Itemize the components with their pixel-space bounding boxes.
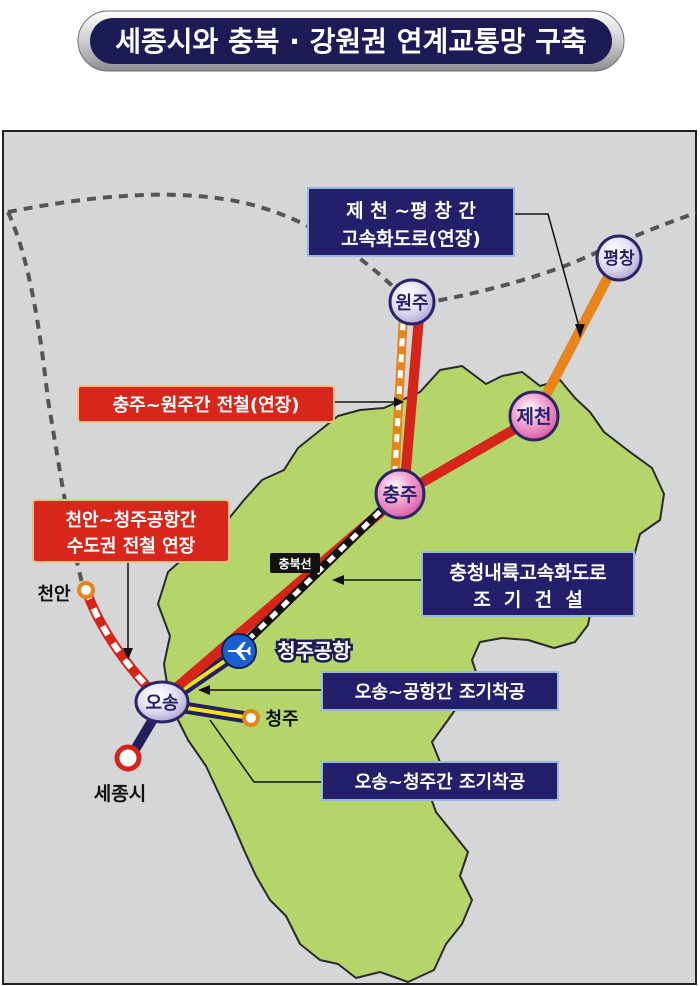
svg-text:조 기 건 설: 조 기 건 설 [473, 589, 583, 611]
svg-text:천안~청주공항간: 천안~청주공항간 [65, 510, 196, 531]
svg-text:고속화도로(연장): 고속화도로(연장) [341, 228, 481, 250]
svg-text:오송: 오송 [145, 693, 178, 714]
station-wonju: 원주 [388, 278, 436, 326]
callout-jecheon-pyeongchang: 제 천 ~평 창 간 고속화도로(연장) [307, 187, 515, 257]
svg-text:천안: 천안 [37, 584, 71, 605]
svg-text:평창: 평창 [603, 249, 635, 269]
jecheon-pyeongchang-road [529, 255, 623, 421]
svg-text:제 천 ~평 창 간: 제 천 ~평 창 간 [346, 200, 476, 222]
callout-oson-airport: 오송~공항간 조기착공 [321, 671, 559, 711]
chungju-wonju-rail-extension [389, 305, 409, 491]
airport-marker: 청주공항 [221, 633, 354, 669]
page-title: 세종시와 충북 · 강원권 연계교통망 구축 [115, 25, 587, 58]
station-oson: 오송 [134, 680, 190, 724]
callout-chungcheong-inland: 충청내륙고속화도로 조 기 건 설 [421, 551, 635, 617]
station-jecheon: 제천 [508, 390, 560, 442]
station-cheongju: 청주 [242, 709, 299, 730]
boundary-line-west [6, 211, 86, 591]
callout-chungju-wonju: 충주~원주간 전철(연장) [77, 385, 335, 423]
svg-text:수도권 전철 연장: 수도권 전철 연장 [67, 536, 196, 557]
station-chungju: 충주 [374, 468, 426, 520]
chungbuk-line-badge: 충북선 [270, 553, 320, 573]
title-bar: 세종시와 충북 · 강원권 연계교통망 구축 [77, 10, 625, 72]
pointer-lines [123, 213, 585, 783]
svg-text:충청내륙고속화도로: 충청내륙고속화도로 [449, 562, 606, 584]
station-sejong: 세종시 [94, 744, 146, 805]
callout-oson-cheongju: 오송~청주간 조기착공 [321, 761, 559, 801]
svg-text:오송~청주간 조기착공: 오송~청주간 조기착공 [355, 772, 525, 793]
svg-text:청주: 청주 [265, 709, 298, 730]
chungju-jecheon-highway [399, 413, 537, 499]
svg-text:충주~원주간 전철(연장): 충주~원주간 전철(연장) [113, 395, 300, 416]
station-cheonan: 천안 [37, 581, 95, 605]
svg-text:세종시: 세종시 [94, 783, 146, 805]
callout-cheonan-airport: 천안~청주공항간 수도권 전철 연장 [32, 499, 230, 563]
svg-text:제천: 제천 [517, 406, 552, 428]
svg-text:충북선: 충북선 [278, 556, 311, 571]
svg-text:충주: 충주 [383, 484, 418, 506]
svg-text:오송~공항간 조기착공: 오송~공항간 조기착공 [355, 682, 525, 703]
chungju-wonju-rail-red [399, 305, 425, 493]
airport-label: 청주공항 [277, 639, 351, 663]
airplane-icon [228, 642, 251, 660]
station-pyeongchang: 평창 [595, 234, 643, 282]
svg-text:원주: 원주 [395, 293, 428, 314]
